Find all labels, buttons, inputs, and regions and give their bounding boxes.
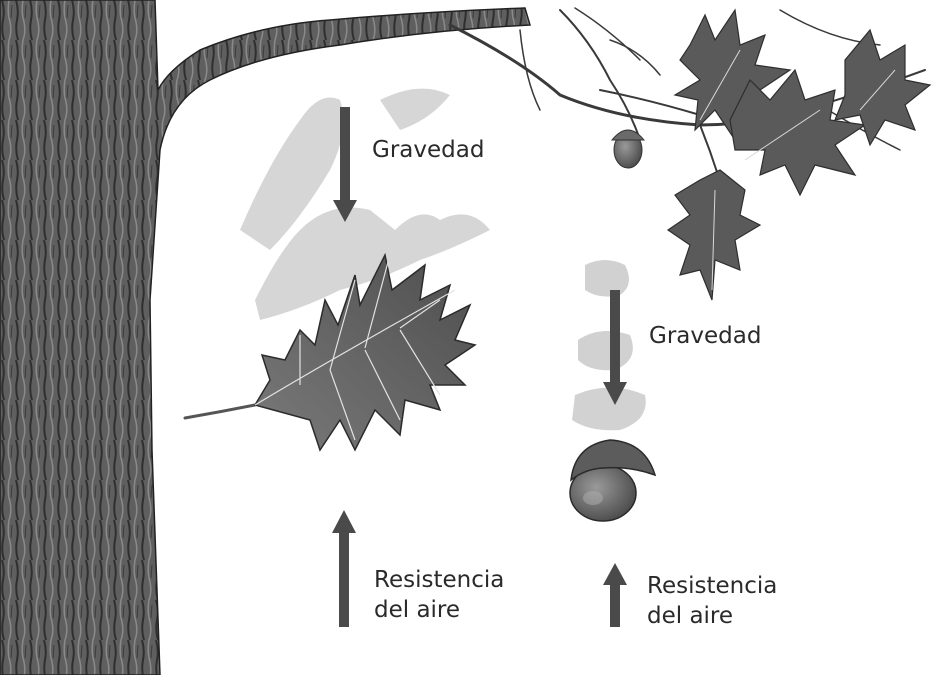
air-resistance-arrow-acorn — [603, 563, 627, 627]
air-resistance-label-leaf-line-2: del aire — [374, 595, 504, 625]
air-resistance-label-leaf: Resistencia del aire — [374, 565, 504, 625]
air-resistance-arrow-leaf — [332, 510, 356, 627]
falling-acorn — [570, 440, 655, 521]
gravity-label-acorn: Gravedad — [649, 321, 761, 351]
air-resistance-label-leaf-line-1: Resistencia — [374, 565, 504, 595]
air-resistance-label-acorn: Resistencia del aire — [647, 571, 777, 631]
leaf-motion-blur — [240, 89, 490, 320]
branch-leaves — [668, 10, 930, 300]
acorn-on-branch — [612, 130, 644, 168]
gravity-label-leaf: Gravedad — [372, 135, 484, 165]
acorn-motion-blur — [572, 260, 646, 430]
air-resistance-label-acorn-line-1: Resistencia — [647, 571, 777, 601]
air-resistance-label-acorn-line-2: del aire — [647, 601, 777, 631]
